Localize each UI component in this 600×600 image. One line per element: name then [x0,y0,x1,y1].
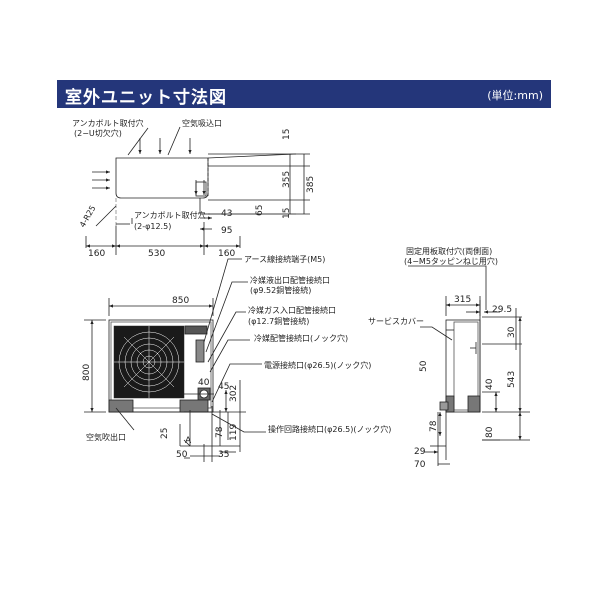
top-view-body [115,157,209,199]
dim-70: 70 [414,460,426,470]
air-outlet-label: 空気吹出口 [86,432,126,442]
dim-30: 30 [507,326,517,338]
header-banner: 室外ユニット寸法図 (単位:mm) [57,80,551,108]
dim-119: 119 [229,424,239,441]
dim-355: 355 [282,171,292,188]
fixing-hole-label: 固定用板取付穴(両側面) [406,246,492,256]
dim-315: 315 [454,295,471,305]
fixing-hole-note: (4−M5タッピンねじ用穴) [404,256,498,266]
page-title: 室外ユニット寸法図 [65,88,227,108]
dim-45: 45 [218,382,229,392]
dim-40: 40 [198,378,210,388]
dim-80: 80 [485,426,495,438]
service-cover-label: サービスカバー [368,317,424,326]
dim-385: 385 [306,176,316,193]
anchor-bolt-size: (2-φ12.5) [134,222,171,231]
dim-160-left: 160 [88,249,105,259]
dim-15-top: 15 [282,129,292,140]
dim-160-right: 160 [218,249,235,259]
earth-terminal-label: アース線接続端子(M5) [244,254,325,264]
dim-40-side: 40 [485,378,495,390]
dim-302: 302 [229,385,239,402]
gas-port-label: 冷媒ガス入口配管接続口 [248,305,336,315]
dim-35: 35 [218,450,229,460]
anchor-hole-note: (2−U切欠穴) [74,128,122,138]
dim-78-front: 78 [215,426,225,438]
refrigerant-port-label: 冷媒配管接続口(ノック穴) [254,333,348,343]
fan-grille [113,325,185,399]
dim-29: 29 [414,447,426,457]
radius-label: 4-R25 [78,204,98,229]
section-mark-a: A [185,436,192,446]
dim-530: 530 [148,249,165,259]
gas-port-note: (φ12.7銅管接続) [248,316,309,326]
anchor-bolt-label: アンカボルト取付穴 [134,210,206,220]
dim-65: 65 [255,205,265,216]
liquid-port-label: 冷媒液出口配管接続口 [250,275,330,285]
dim-850: 850 [172,296,189,306]
control-port-label: 操作回路接続口(φ26.5)(ノック穴) [268,424,391,434]
dim-50-side: 50 [419,360,429,372]
dim-95: 95 [221,226,232,236]
dim-29-5: 29.5 [492,305,512,315]
anchor-hole-label: アンカボルト取付穴 [72,118,144,128]
dim-43: 43 [221,209,232,219]
dim-50-front: 50 [176,450,188,460]
dim-543: 543 [507,371,517,388]
air-inlet-label: 空気吸込口 [182,118,222,128]
dim-15-bottom: 15 [282,208,292,219]
dim-78-side: 78 [429,420,439,432]
dim-25: 25 [160,428,170,439]
liquid-port-note: (φ9.52銅管接続) [250,285,311,295]
front-view [84,258,266,462]
power-port-label: 電源接続口(φ26.5)(ノック穴) [264,360,371,370]
dim-800: 800 [82,364,92,381]
top-view [85,126,310,255]
unit-label: (単位:mm) [487,89,543,102]
side-view [408,265,530,466]
